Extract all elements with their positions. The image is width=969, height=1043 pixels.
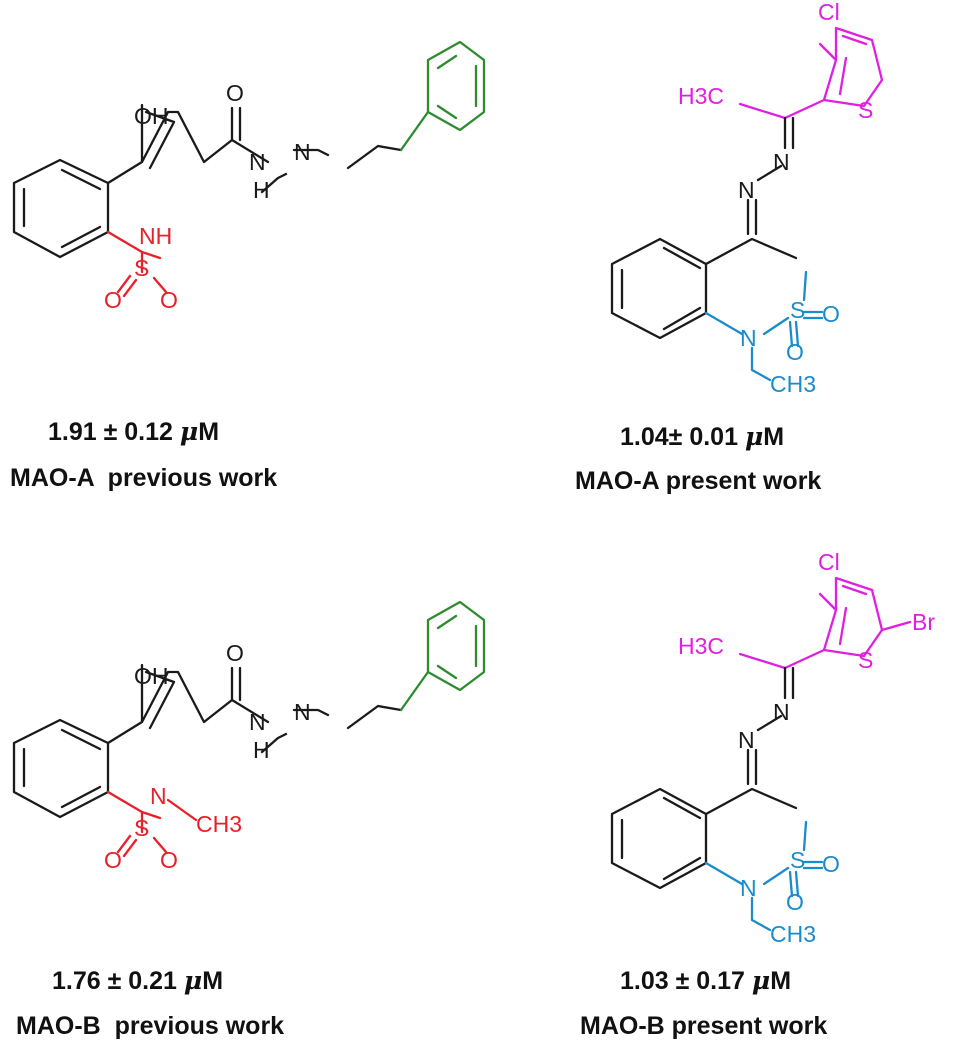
mao-a-previous-label: MAO-A previous work bbox=[10, 464, 277, 492]
mao-a-present-structure: Cl H3C S N N S O O N CH3 bbox=[610, 0, 884, 397]
hydrazone-bonds bbox=[746, 666, 795, 786]
ring-nitrogen-label: N bbox=[740, 325, 757, 351]
mao-a-present-ic50: 1.04± 0.01 μM bbox=[620, 422, 784, 451]
benzo-ring-bonds bbox=[610, 237, 798, 340]
carbonyl-oxygen-label: O bbox=[226, 80, 244, 106]
sulfonyl-oxygen-1: O bbox=[822, 301, 840, 327]
mao-b-present-structure: Cl Br H3C S N N S O O N CH3 bbox=[610, 549, 935, 947]
imine-n-lower-label: N bbox=[738, 727, 755, 753]
mao-b-previous-ic50: 1.76 ± 0.21 μM bbox=[52, 966, 223, 995]
phenyl-bonds bbox=[399, 40, 486, 152]
n-methyl-label: CH3 bbox=[770, 921, 816, 947]
hydrazide-n-label: N bbox=[249, 149, 266, 175]
hydrazide-n-label: N bbox=[249, 709, 266, 735]
methyl-h3c-label: H3C bbox=[678, 633, 724, 659]
sulfonyl-oxygen-2: O bbox=[786, 889, 804, 915]
sulfonyl-oxygen-2: O bbox=[160, 847, 178, 873]
imine-n-label: N bbox=[294, 139, 311, 165]
hydrazide-h-label: H bbox=[253, 737, 270, 763]
sulfur-label: S bbox=[134, 255, 149, 281]
hydrazone-bonds bbox=[746, 116, 795, 236]
chlorine-label: Cl bbox=[818, 549, 840, 575]
imine-n-lower-label: N bbox=[738, 177, 755, 203]
mao-b-present-label: MAO-B present work bbox=[580, 1012, 827, 1040]
sulfonyl-oxygen-1: O bbox=[104, 847, 122, 873]
hydrazide-h-label: H bbox=[253, 177, 270, 203]
mao-b-previous-label: MAO-B previous work bbox=[16, 1012, 284, 1040]
ring-nh-label: NH bbox=[139, 223, 172, 249]
n-methyl-label: CH3 bbox=[196, 811, 242, 837]
sulfonamide-bonds bbox=[106, 790, 198, 858]
bromine-label: Br bbox=[912, 609, 935, 635]
mao-a-present-label: MAO-A present work bbox=[575, 467, 821, 495]
benzothiazine-bonds bbox=[12, 103, 403, 259]
n-methyl-label: CH3 bbox=[770, 371, 816, 397]
mao-a-previous-structure: OH O NH N H N S O O bbox=[12, 40, 486, 313]
thiophene-sulfur-label: S bbox=[858, 97, 873, 123]
hydroxyl-label: OH bbox=[134, 103, 169, 129]
sulfonyl-oxygen-1: O bbox=[822, 851, 840, 877]
ring-nitrogen-label: N bbox=[740, 875, 757, 901]
sulfonamide-bonds bbox=[704, 270, 824, 382]
thiophene-sulfur-label: S bbox=[858, 647, 873, 673]
carbonyl-oxygen-label: O bbox=[226, 640, 244, 666]
sulfur-label: S bbox=[790, 297, 805, 323]
sulfonyl-oxygen-2: O bbox=[786, 339, 804, 365]
sulfonyl-oxygen-2: O bbox=[160, 287, 178, 313]
benzo-ring-bonds bbox=[610, 787, 798, 890]
sulfonamide-bonds bbox=[106, 230, 168, 298]
sulfur-label: S bbox=[790, 847, 805, 873]
benzothiazine-bonds bbox=[12, 663, 403, 819]
sulfonamide-bonds bbox=[704, 820, 824, 932]
sulfur-label: S bbox=[134, 815, 149, 841]
mao-b-previous-structure: OH O N CH3 N H N S O O bbox=[12, 600, 486, 873]
imine-n-upper-label: N bbox=[773, 699, 790, 725]
methyl-h3c-label: H3C bbox=[678, 83, 724, 109]
phenyl-bonds bbox=[399, 600, 486, 712]
imine-n-upper-label: N bbox=[773, 149, 790, 175]
sulfonyl-oxygen-1: O bbox=[104, 287, 122, 313]
mao-b-present-ic50: 1.03 ± 0.17 μM bbox=[620, 966, 791, 995]
mao-a-previous-ic50: 1.91 ± 0.12 μM bbox=[48, 417, 219, 446]
hydroxyl-label: OH bbox=[134, 663, 169, 689]
bromochlorothiophene-bonds bbox=[738, 576, 912, 670]
chlorine-label: Cl bbox=[818, 0, 840, 25]
imine-n-label: N bbox=[294, 699, 311, 725]
chlorothiophene-bonds bbox=[738, 26, 884, 120]
ring-nitrogen-label: N bbox=[150, 783, 167, 809]
